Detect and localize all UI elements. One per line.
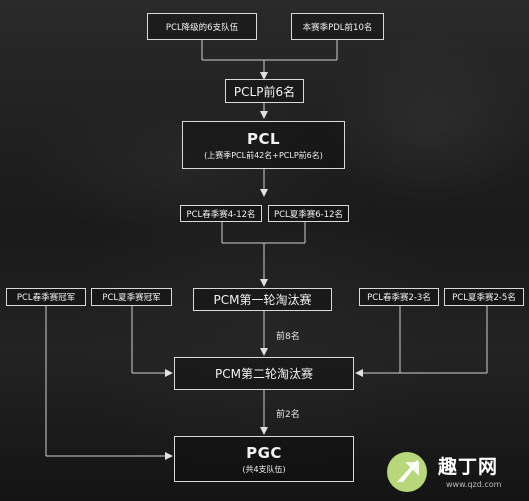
node-pcl-summer-6-12: PCL夏季赛6-12名 (268, 205, 349, 222)
node-pgc-subtitle: (共4支队伍) (242, 464, 286, 474)
watermark-url: www.qzd.com (446, 480, 502, 489)
edge-label-top8: 前8名 (276, 332, 300, 342)
node-pcl: PCL (上赛季PCL前42名+PCLP前6名) (182, 121, 345, 169)
node-pgc: PGC (共4支队伍) (174, 436, 354, 482)
node-pgc-title: PGC (246, 443, 282, 462)
node-pcm-round1: PCM第一轮淘汰赛 (193, 288, 332, 311)
node-pcl-subtitle: (上赛季PCL前42名+PCLP前6名) (204, 150, 323, 160)
watermark-text: 趣丁网 (438, 456, 499, 478)
node-pcm-round2: PCM第二轮淘汰赛 (174, 357, 354, 390)
node-pclp-top6: PCLP前6名 (225, 79, 304, 103)
node-pcl-summer-2-5: PCL夏季赛2-5名 (444, 288, 524, 306)
watermark-logo-icon (387, 452, 427, 492)
node-pcl-spring-4-12: PCL春季赛4-12名 (180, 205, 262, 222)
node-pdl-top10: 本赛季PDL前10名 (291, 13, 384, 40)
node-pcl-summer-champion: PCL夏季赛冠军 (91, 288, 172, 306)
node-pcl-spring-champion: PCL春季赛冠军 (6, 288, 86, 306)
node-pcl-relegated: PCL降级的6支队伍 (147, 13, 257, 40)
node-pcl-title: PCL (246, 129, 281, 148)
edge-label-top2: 前2名 (276, 410, 300, 420)
node-pcl-spring-2-3: PCL春季赛2-3名 (359, 288, 439, 306)
